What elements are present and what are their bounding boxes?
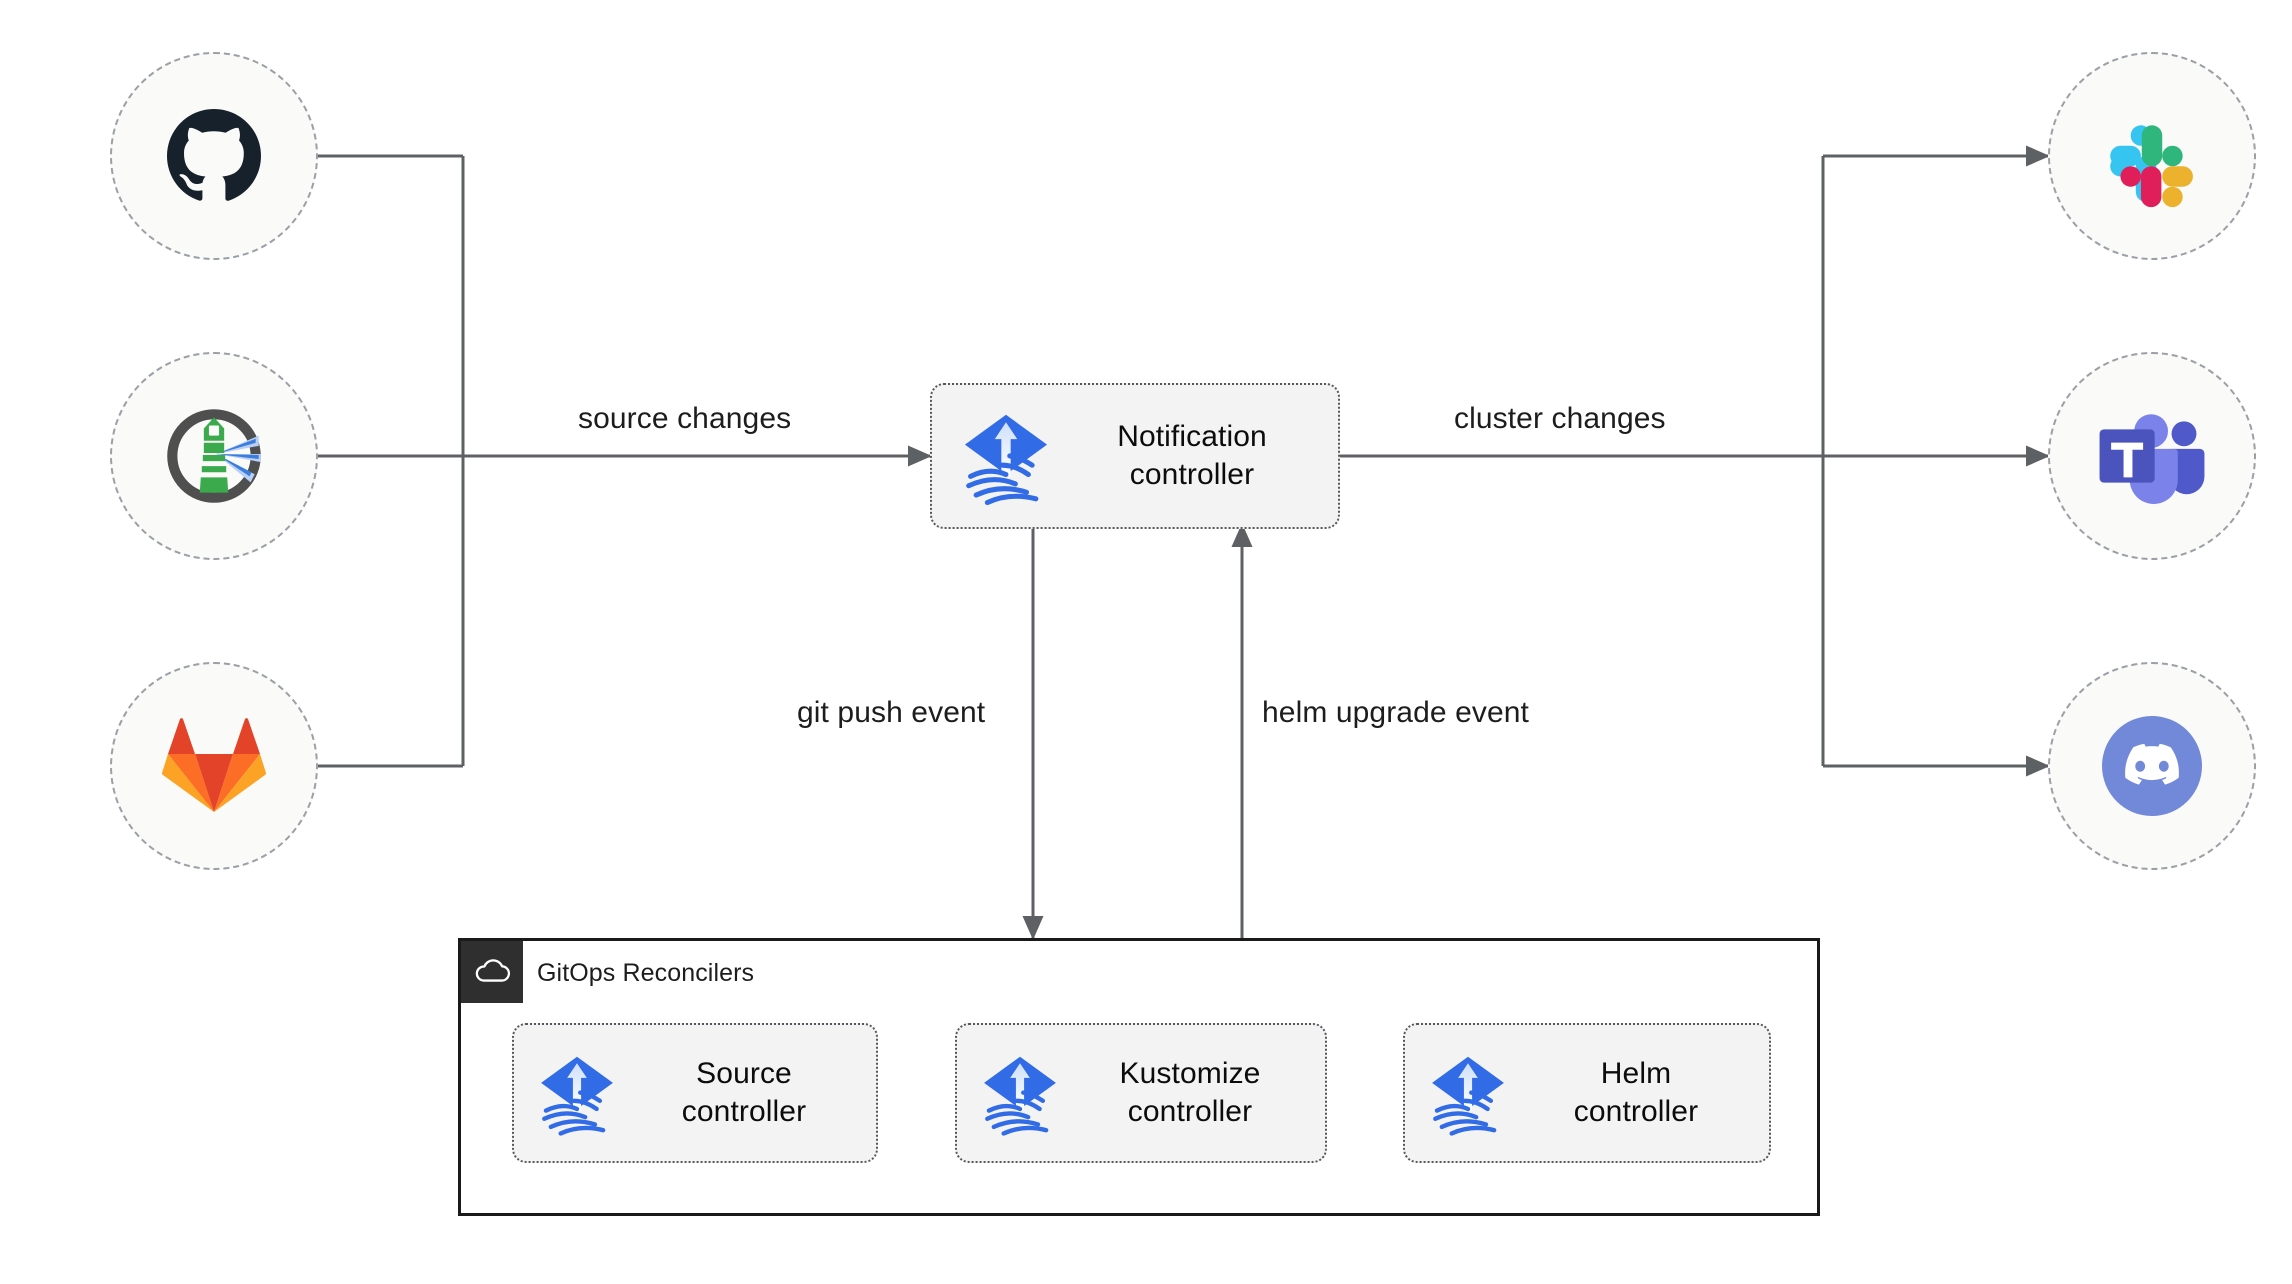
flux-icon xyxy=(950,398,1062,515)
target-node-slack[interactable] xyxy=(2048,52,2256,260)
notification-controller-label: Notification controller xyxy=(1117,419,1267,491)
notification-controller-box[interactable]: Notification controller xyxy=(930,383,1340,529)
edge-label-cluster-changes: cluster changes xyxy=(1454,402,1666,435)
cloud-icon xyxy=(475,959,511,982)
source-node-gitlab[interactable] xyxy=(110,662,318,870)
flux-icon xyxy=(1419,1042,1517,1145)
slack-icon xyxy=(2110,125,2193,208)
gitlab-icon xyxy=(161,718,267,812)
source-controller-box[interactable]: Source controller xyxy=(512,1023,878,1163)
lighthouse-icon xyxy=(167,409,261,503)
flux-icon xyxy=(528,1042,626,1145)
gitops-reconcilers-group: GitOps Reconcilers Source controller xyxy=(458,938,1820,1216)
kustomize-controller-label: Kustomize controller xyxy=(1119,1056,1261,1128)
discord-icon xyxy=(2102,716,2202,816)
source-node-github[interactable] xyxy=(110,52,318,260)
kustomize-controller-box[interactable]: Kustomize controller xyxy=(955,1023,1327,1163)
source-controller-label: Source controller xyxy=(681,1056,807,1128)
github-icon xyxy=(167,109,261,201)
teams-icon xyxy=(2099,414,2205,504)
edge-label-git-push-event: git push event xyxy=(797,696,986,729)
target-node-discord[interactable] xyxy=(2048,662,2256,870)
source-node-lighthouse[interactable] xyxy=(110,352,318,560)
cloud-badge xyxy=(461,941,523,1003)
edge-label-helm-upgrade-event: helm upgrade event xyxy=(1262,696,1529,729)
edge-label-source-changes: source changes xyxy=(578,402,792,435)
helm-controller-label: Helm controller xyxy=(1573,1056,1699,1128)
flux-icon xyxy=(971,1042,1069,1145)
helm-controller-box[interactable]: Helm controller xyxy=(1403,1023,1771,1163)
target-node-teams[interactable] xyxy=(2048,352,2256,560)
gitops-group-title: GitOps Reconcilers xyxy=(537,959,755,987)
